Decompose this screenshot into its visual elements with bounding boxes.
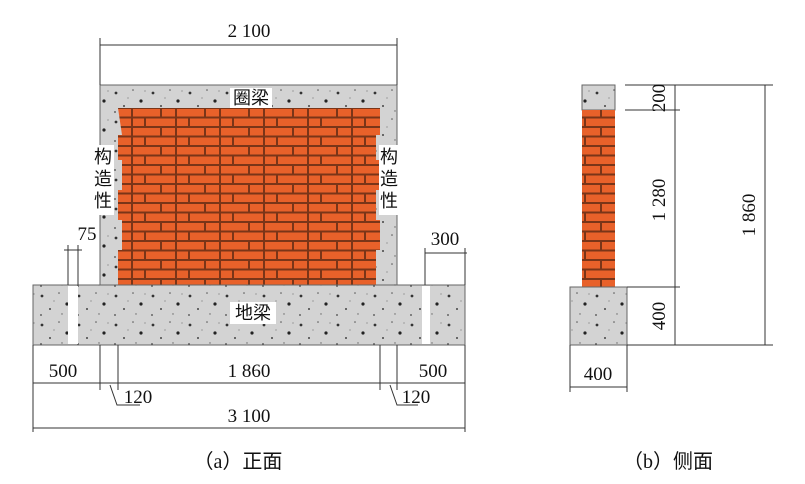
left-slot (68, 286, 78, 344)
dim-slot-offset: 300 (431, 229, 460, 250)
dim-wall-height: 1 280 (649, 179, 670, 222)
dim-total-length: 3 100 (228, 406, 271, 427)
brick-masonry-wall (118, 108, 380, 285)
side-ground-beam (569, 286, 628, 346)
dim-column-left: 120 (124, 387, 153, 408)
right-slot (422, 286, 430, 344)
dim-total-height: 1 860 (739, 194, 760, 237)
dim-right-overhang: 500 (419, 361, 448, 382)
column-label-left: 性 (94, 191, 112, 211)
caption-side: （b）侧面 (623, 450, 713, 473)
dim-wall-length: 1 860 (228, 361, 271, 382)
side-view: 200 1 280 400 1 860 400 （b）侧面 (569, 84, 773, 473)
side-ring-beam (581, 84, 616, 111)
caption-front: （a）正面 (194, 450, 283, 473)
dim-ground-beam-height: 400 (649, 302, 670, 331)
side-brick-wall (582, 110, 615, 287)
front-view: 圈梁 构 造 性 构 造 性 地梁 2 100 75 300 500 1 860… (32, 21, 467, 473)
dim-ring-beam-height: 200 (649, 84, 670, 113)
column-label-right: 造 (380, 169, 398, 189)
column-label-right: 性 (380, 191, 398, 211)
dim-left-overhang: 500 (49, 361, 78, 382)
column-label-left: 构 (94, 147, 112, 167)
dim-base-width: 400 (584, 364, 613, 385)
column-label-right: 构 (380, 147, 398, 167)
column-label-left: 造 (94, 169, 112, 189)
dim-column-right: 120 (402, 387, 431, 408)
dim-top-width: 2 100 (228, 21, 271, 42)
ground-beam-label: 地梁 (235, 303, 271, 323)
ring-beam-label: 圈梁 (233, 88, 269, 108)
dim-slot-width: 75 (78, 224, 97, 245)
